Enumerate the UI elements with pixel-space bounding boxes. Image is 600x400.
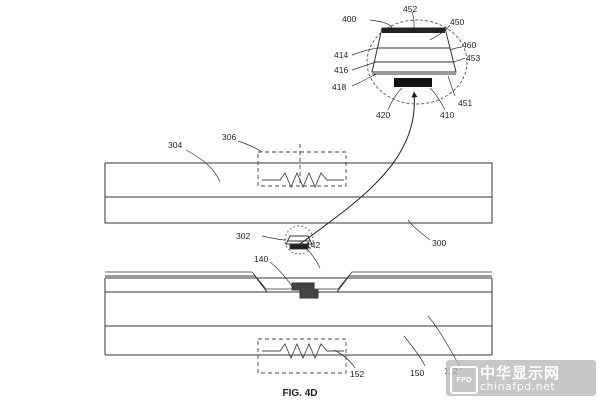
leader-lines <box>185 11 466 371</box>
magnified-led-detail <box>366 19 468 105</box>
label-460: 460 <box>462 40 476 50</box>
label-142: 142 <box>306 240 320 250</box>
watermark-cn-text: 中华显示网 <box>480 364 561 382</box>
label-418: 418 <box>332 82 346 92</box>
watermark: FPD 中华显示网 chinafpd.net <box>446 360 596 396</box>
upper-substrate <box>104 162 493 224</box>
label-452: 452 <box>403 4 417 14</box>
upper-dashed-component <box>257 144 347 189</box>
label-451: 451 <box>458 98 472 108</box>
label-152: 152 <box>350 369 364 379</box>
figure-caption: FIG. 4D <box>282 388 317 399</box>
watermark-logo-icon: FPD <box>450 366 478 394</box>
transfer-micro-device <box>284 225 314 255</box>
label-302: 302 <box>236 231 250 241</box>
transfer-arrow <box>299 91 418 245</box>
label-450: 450 <box>450 17 464 27</box>
watermark-url: chinafpd.net <box>480 380 556 393</box>
label-304: 304 <box>168 140 182 150</box>
label-453: 453 <box>466 53 480 63</box>
label-150: 150 <box>410 368 424 378</box>
label-400: 400 <box>342 14 356 24</box>
label-414: 414 <box>334 50 348 60</box>
label-140: 140 <box>254 254 268 264</box>
label-416: 416 <box>334 65 348 75</box>
label-410: 410 <box>440 110 454 120</box>
label-306: 306 <box>222 132 236 142</box>
lower-dashed-component <box>257 338 347 374</box>
lower-substrate <box>104 271 493 356</box>
label-300: 300 <box>432 238 446 248</box>
label-420: 420 <box>376 110 390 120</box>
